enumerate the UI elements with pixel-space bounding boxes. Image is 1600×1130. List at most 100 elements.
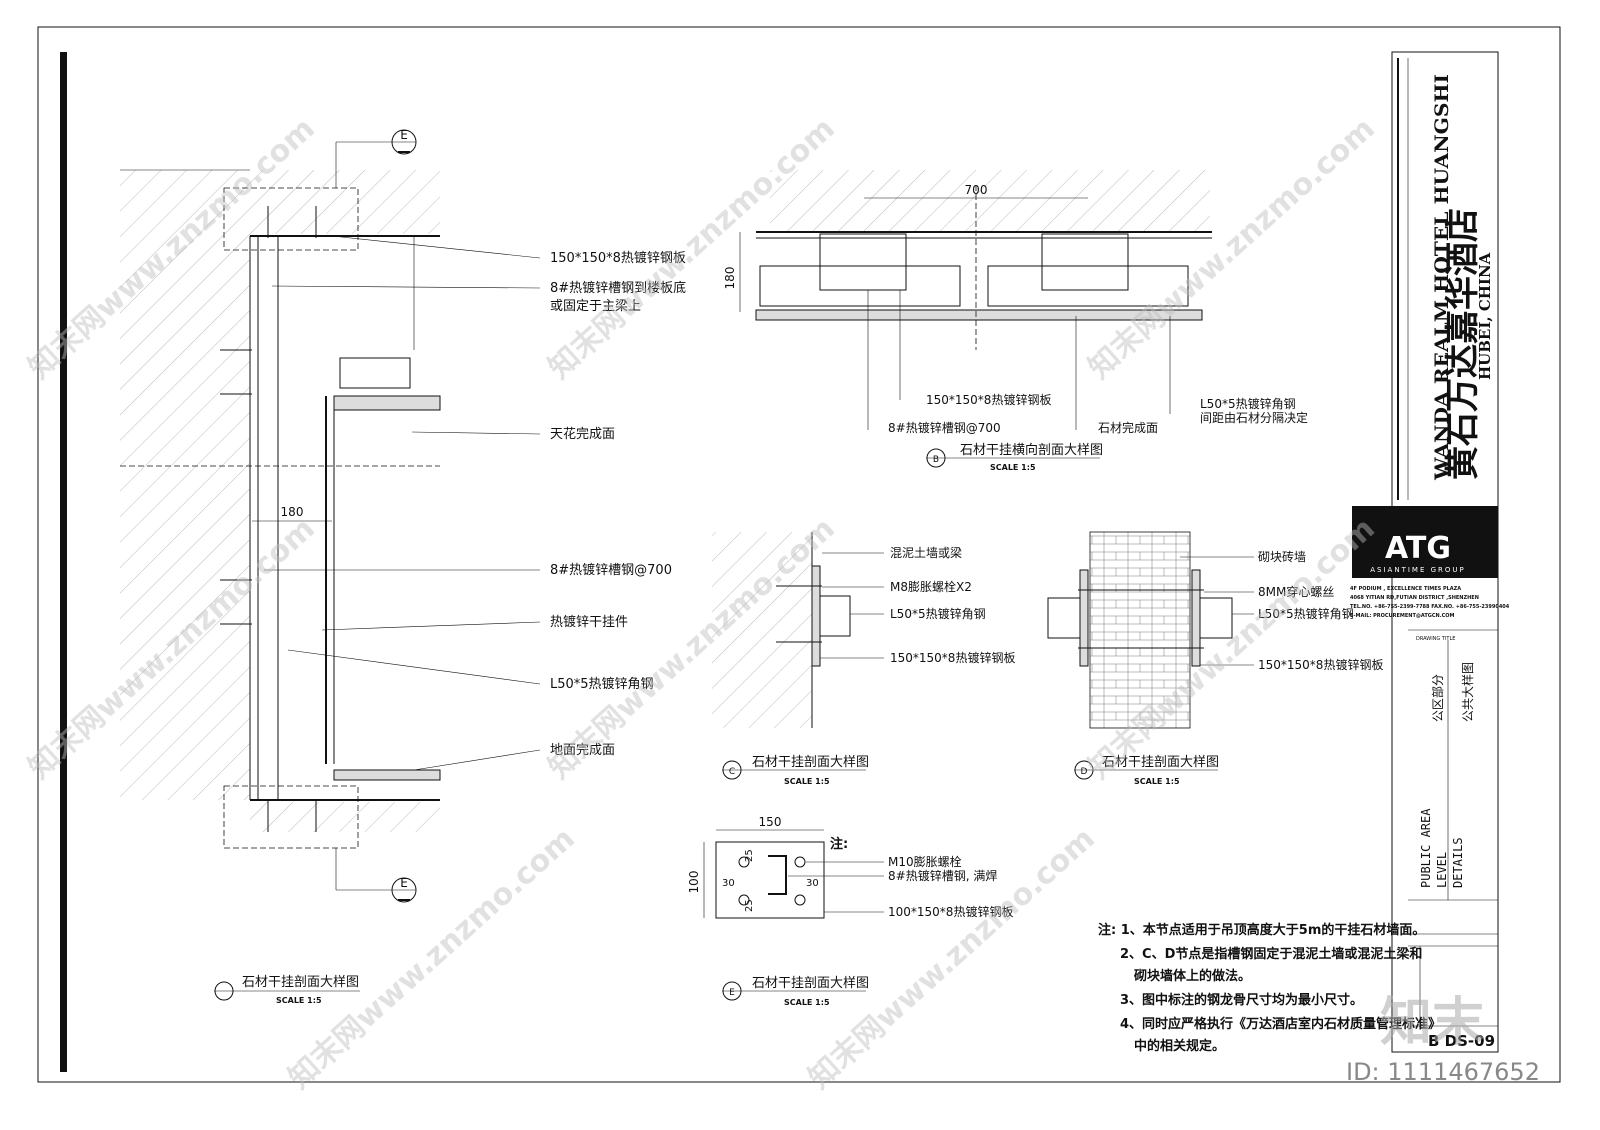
detail-b-scale: SCALE 1:5 bbox=[990, 463, 1036, 472]
label-b-angle: L50*5热镀锌角钢 bbox=[1200, 397, 1296, 411]
label-c-wall: 混泥土墙或梁 bbox=[890, 545, 962, 560]
note-2: 2、C、D节点是指槽钢固定于混泥土墙或混泥土梁和 bbox=[1120, 946, 1422, 962]
watermark-7: 知末网www.znzmo.com bbox=[282, 821, 582, 1096]
project-name-cn: 黄石万达嘉华酒店 bbox=[1443, 208, 1483, 480]
plate-d-right bbox=[1191, 569, 1201, 667]
project-location: HUBEI, CHINA bbox=[1476, 252, 1494, 380]
dim-30-left: 30 bbox=[722, 878, 735, 889]
slab-top bbox=[250, 170, 440, 234]
note-2b: 砌块墙体上的做法。 bbox=[1133, 968, 1251, 984]
detail-e-scale: SCALE 1:5 bbox=[784, 998, 830, 1007]
detail-a: E E 180 150*150*8热镀锌钢板 bbox=[120, 128, 686, 1005]
label-d-wall: 砌块砖墙 bbox=[1258, 549, 1306, 564]
address-2: 4068 YITIAN RD,FUTIAN DISTRICT ,SHENZHEN bbox=[1350, 595, 1479, 601]
label-hanger-fitting: 热镀锌干挂件 bbox=[550, 614, 628, 630]
plate-right bbox=[1041, 233, 1129, 291]
dim-100: 100 bbox=[687, 871, 701, 894]
label-c-plate: 150*150*8热镀锌钢板 bbox=[890, 651, 1015, 665]
ceiling-keel bbox=[339, 357, 411, 389]
email: E-MAIL: PROCUREMENT@ATGCN.COM bbox=[1350, 613, 1455, 619]
telephone: TEL.NO. +86-755-2399-7788 FAX.NO. +86-75… bbox=[1350, 604, 1510, 610]
watermark-3: 知末网www.znzmo.com bbox=[1082, 111, 1382, 386]
channel-left bbox=[759, 265, 961, 307]
detail-a-title: 石材干挂剖面大样图 bbox=[242, 975, 359, 990]
sheet-border bbox=[37, 26, 1561, 1083]
channel-right bbox=[987, 265, 1189, 307]
dim-30-right: 30 bbox=[806, 878, 819, 889]
channel-e bbox=[768, 855, 787, 895]
label-channel-to-slab: 8#热镀锌槽钢到楼板底 bbox=[550, 280, 686, 296]
dim-25-top: 25 bbox=[744, 849, 755, 862]
watermark-2: 知末网www.znzmo.com bbox=[542, 111, 842, 386]
detail-e-callout-top bbox=[223, 187, 359, 251]
label-channel-700: 8#热镀锌槽钢@700 bbox=[550, 562, 672, 578]
note-head-e: 注: bbox=[830, 836, 848, 852]
label-angle-steel: L50*5热镀锌角钢 bbox=[550, 676, 654, 692]
label-c-bolt: M8膨胀螺栓X2 bbox=[890, 579, 972, 594]
label-e-channel: 8#热镀锌槽钢, 满焊 bbox=[888, 868, 997, 883]
ceiling-board bbox=[333, 395, 441, 411]
floor-finish bbox=[333, 769, 441, 781]
note-4b: 中的相关规定。 bbox=[1134, 1038, 1225, 1054]
slab-b bbox=[770, 170, 1210, 232]
plate-e bbox=[715, 841, 825, 919]
label-c-angle: L50*5热镀锌角钢 bbox=[890, 607, 986, 621]
dim-180: 180 bbox=[281, 505, 304, 519]
drawing-area-cn: 公区部分 bbox=[1430, 674, 1445, 722]
drawing-title-cn: 公共大样图 bbox=[1460, 662, 1475, 722]
binding-bar bbox=[60, 52, 67, 1072]
detail-c-scale: SCALE 1:5 bbox=[784, 777, 830, 786]
watermark-brand: 知末 bbox=[1380, 993, 1484, 1053]
plate-d-left bbox=[1079, 569, 1089, 667]
detail-b: 700 180 150*150*8热镀锌钢板 8#热镀锌槽钢@700 石材完成面… bbox=[723, 170, 1308, 472]
dim-700: 700 bbox=[965, 183, 988, 197]
label-b-plate: 150*150*8热镀锌钢板 bbox=[926, 393, 1051, 407]
concrete-wall bbox=[120, 170, 250, 800]
bolt-e-3 bbox=[738, 894, 750, 906]
drawing-title-label: DRAWING TITLE bbox=[1416, 636, 1455, 642]
detail-b-title: 石材干挂横向剖面大样图 bbox=[960, 442, 1103, 458]
section-tag-top: E bbox=[400, 128, 408, 142]
detail-b-tag: B bbox=[933, 455, 939, 465]
label-steel-plate: 150*150*8热镀锌钢板 bbox=[550, 250, 686, 266]
angle-d-left bbox=[1047, 597, 1080, 639]
dim-180-b: 180 bbox=[723, 267, 737, 290]
note-4: 4、同时应严格执行《万达酒店室内石材质量管理标准》 bbox=[1120, 1016, 1441, 1032]
note-3: 3、图中标注的钢龙骨尺寸均为最小尺寸。 bbox=[1120, 992, 1363, 1008]
bolt-e-2 bbox=[794, 856, 806, 868]
title-block: 黄石万达嘉华酒店 WANDA REALM HOTEL HUANGSHI HUBE… bbox=[1350, 51, 1510, 1053]
atg-sub: ASIANTIME GROUP bbox=[1370, 566, 1466, 574]
label-b-stone: 石材完成面 bbox=[1098, 420, 1158, 435]
label-e-plate: 100*150*8热镀锌钢板 bbox=[888, 905, 1013, 919]
dim-150: 150 bbox=[759, 815, 782, 829]
label-d-angle: L50*5热镀锌角钢 bbox=[1258, 607, 1354, 621]
atg-logo: ATG bbox=[1385, 531, 1451, 566]
label-e-bolt: M10膨胀螺栓 bbox=[888, 854, 962, 869]
angle-c bbox=[820, 595, 851, 637]
label-floor-finish: 地面完成面 bbox=[550, 743, 615, 758]
label-b-spacing: 间距由石材分隔决定 bbox=[1200, 410, 1308, 425]
stone-panel-b bbox=[755, 309, 1203, 321]
drawing-number: B DS-09 bbox=[1428, 1032, 1495, 1050]
detail-e: 150 100 25 25 30 30 注: M10膨胀螺栓 8#热镀锌槽钢, … bbox=[687, 815, 1013, 1007]
bolt-e-1 bbox=[738, 856, 750, 868]
detail-a-scale: SCALE 1:5 bbox=[276, 996, 322, 1005]
bolt-e-4 bbox=[794, 894, 806, 906]
detail-d: 砌块砖墙 8MM穿心螺丝 L50*5热镀锌角钢 150*150*8热镀锌钢板 D… bbox=[1047, 531, 1383, 786]
detail-d-scale: SCALE 1:5 bbox=[1134, 777, 1180, 786]
note-1: 注: 1、本节点适用于吊顶高度大于5m的干挂石材墙面。 bbox=[1098, 922, 1425, 938]
label-d-plate: 150*150*8热镀锌钢板 bbox=[1258, 658, 1383, 672]
section-tag-bottom: E bbox=[400, 876, 408, 890]
label-ceiling-finish: 天花完成面 bbox=[550, 426, 615, 442]
detail-c-tag: C bbox=[729, 767, 735, 777]
general-notes: 注: 1、本节点适用于吊顶高度大于5m的干挂石材墙面。 2、C、D节点是指槽钢固… bbox=[1098, 922, 1441, 1054]
plate-left bbox=[819, 233, 907, 291]
label-or-fix-beam: 或固定于主梁上 bbox=[550, 299, 641, 314]
detail-d-tag: D bbox=[1081, 767, 1088, 777]
detail-e-callout-bottom bbox=[223, 785, 359, 849]
drawing-level-en: LEVEL bbox=[1435, 852, 1449, 888]
detail-e-tag: E bbox=[729, 988, 735, 998]
project-name-en: WANDA REALM HOTEL HUANGSHI bbox=[1431, 74, 1453, 481]
address-1: 4F PODIUM , EXCELLENCE TIMES PLAZA bbox=[1350, 586, 1461, 592]
